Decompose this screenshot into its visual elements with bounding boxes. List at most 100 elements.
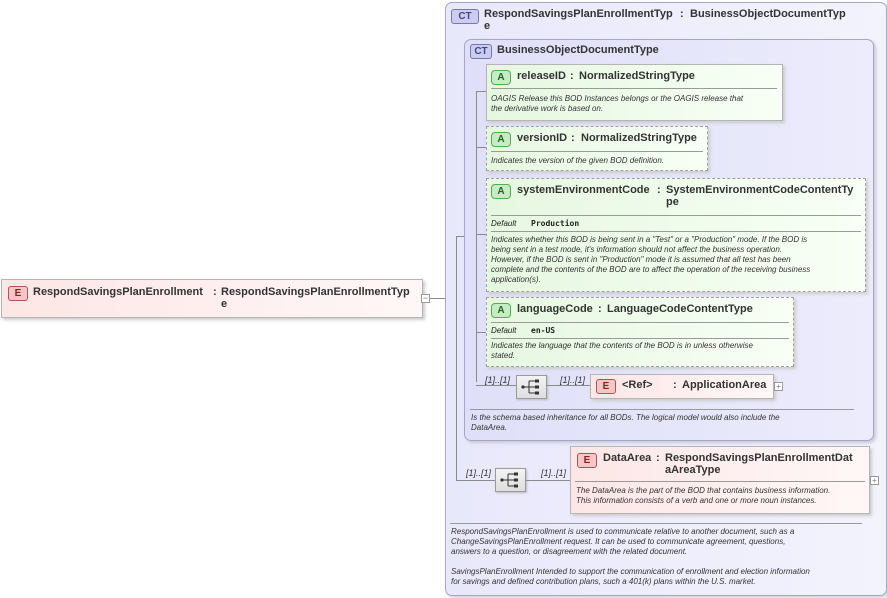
attribute-name: releaseID: [517, 70, 566, 82]
attribute-badge: A: [491, 132, 511, 147]
element-sep: :: [673, 379, 677, 391]
attribute-badge: A: [491, 70, 511, 85]
element-badge: E: [577, 453, 597, 468]
default-value: en-US: [531, 326, 556, 335]
divider: [491, 231, 861, 232]
default-label: Default: [491, 326, 517, 335]
attribute-doc-line: Indicates the language that the contents…: [491, 341, 753, 350]
outer-type-doc-line: SavingsPlanEnrollment Intended to suppor…: [451, 567, 810, 576]
tree-line: [456, 236, 464, 237]
tree-line: [476, 385, 516, 386]
element-badge: E: [8, 286, 28, 301]
divider: [470, 409, 854, 410]
element-data-area[interactable]: E DataArea : RespondSavingsPlanEnrollmen…: [570, 446, 870, 514]
multiplicity-label: [1]..[1]: [560, 375, 586, 385]
attribute-name: versionID: [517, 132, 568, 144]
attribute-doc-line: However, if the BOD is sent in "Producti…: [491, 255, 791, 264]
divider: [491, 215, 861, 216]
attribute-doc-line: complete and the contents of the BOD are…: [491, 265, 811, 274]
complex-type-badge: CT: [451, 9, 479, 24]
element-type-cont: aAreaType: [665, 464, 721, 476]
sequence-compositor[interactable]: [516, 375, 547, 399]
tree-line: [476, 332, 486, 333]
element-badge: E: [596, 379, 616, 394]
root-element-name: RespondSavingsPlanEnrollment: [33, 286, 203, 298]
multiplicity-label: [1]..[1]: [485, 375, 511, 385]
outer-type-doc-line: answers to a question, or disagreement w…: [451, 547, 688, 556]
expand-icon[interactable]: +: [870, 476, 879, 485]
attribute-type: NormalizedStringType: [581, 132, 697, 144]
element-ref: <Ref>: [622, 379, 653, 391]
default-label: Default: [491, 219, 517, 228]
attribute-sep: :: [598, 303, 602, 315]
divider: [450, 523, 862, 524]
attribute-badge: A: [491, 303, 511, 318]
element-type: RespondSavingsPlanEnrollmentDat: [665, 452, 853, 464]
divider: [491, 151, 703, 152]
root-element-type-cont: e: [221, 298, 228, 310]
outer-type-base: BusinessObjectDocumentTyp: [690, 8, 846, 20]
attribute-name: systemEnvironmentCode: [517, 184, 650, 196]
attribute-system-environment-code[interactable]: A systemEnvironmentCode : SystemEnvironm…: [486, 178, 866, 292]
outer-type-name: RespondSavingsPlanEnrollmentTyp: [484, 8, 673, 20]
outer-type-name-cont: e: [484, 20, 491, 32]
attribute-type: LanguageCodeContentType: [607, 303, 753, 315]
divider: [491, 88, 777, 89]
outer-type-doc-line: for savings and defined contribution pla…: [451, 577, 756, 586]
connector: [546, 385, 590, 386]
tree-line: [456, 480, 495, 481]
attribute-doc-line: Indicates whether this BOD is being sent…: [491, 235, 808, 244]
multiplicity-label: [1]..[1]: [466, 468, 492, 478]
divider: [491, 322, 789, 323]
connector: [525, 480, 570, 481]
connector: [430, 298, 456, 299]
attribute-doc-line: application(s).: [491, 275, 541, 284]
expand-icon[interactable]: +: [774, 382, 783, 391]
attribute-type-cont: pe: [666, 196, 679, 208]
root-element-sep: :: [213, 286, 217, 298]
outer-type-sep: :: [680, 8, 684, 20]
attribute-doc-line: being sent in a test mode, it's informat…: [491, 245, 783, 254]
element-name: DataArea: [603, 452, 652, 464]
root-element-type: RespondSavingsPlanEnrollmentTyp: [221, 286, 410, 298]
element-doc-line: The DataArea is the part of the BOD that…: [576, 486, 831, 495]
tree-line: [476, 91, 477, 382]
inner-type-doc-line: DataArea.: [471, 423, 508, 432]
sequence-icon: [500, 472, 518, 488]
attribute-type: NormalizedStringType: [579, 70, 695, 82]
attribute-doc-line: the derivative work is based on.: [491, 104, 604, 113]
sequence-compositor[interactable]: [495, 468, 526, 492]
tree-line: [456, 236, 457, 480]
root-element-box[interactable]: E RespondSavingsPlanEnrollment : Respond…: [1, 279, 423, 318]
attribute-sep: :: [571, 132, 575, 144]
outer-type-doc-line: ChangeSavingsPlanEnrollment request. It …: [451, 537, 786, 546]
tree-line: [476, 91, 486, 92]
element-doc-line: This information consists of a verb and …: [576, 496, 817, 505]
inner-type-doc-line: Is the schema based inheritance for all …: [471, 413, 780, 422]
attribute-sep: :: [657, 184, 661, 196]
complex-type-badge: CT: [470, 44, 492, 59]
attribute-doc-line: stated.: [491, 351, 516, 360]
default-value: Production: [531, 219, 580, 228]
element-name: ApplicationArea: [682, 379, 767, 391]
attribute-sep: :: [570, 70, 574, 82]
attribute-release-id[interactable]: A releaseID : NormalizedStringType OAGIS…: [486, 64, 783, 121]
multiplicity-label: [1]..[1]: [541, 468, 567, 478]
attribute-version-id[interactable]: A versionID : NormalizedStringType Indic…: [486, 126, 708, 171]
attribute-badge: A: [491, 184, 511, 199]
tree-line: [476, 234, 486, 235]
attribute-doc-line: Indicates the version of the given BOD d…: [491, 156, 664, 165]
outer-type-doc-line: RespondSavingsPlanEnrollment is used to …: [451, 527, 795, 536]
attribute-language-code[interactable]: A languageCode : LanguageCodeContentType…: [486, 297, 794, 367]
divider: [491, 338, 789, 339]
attribute-doc-line: OAGIS Release this BOD Instances belongs…: [491, 94, 744, 103]
attribute-type: SystemEnvironmentCodeContentTy: [666, 184, 854, 196]
sequence-icon: [521, 379, 539, 395]
tree-line: [476, 147, 486, 148]
attribute-name: languageCode: [517, 303, 593, 315]
element-sep: :: [656, 452, 660, 464]
collapse-toggle-icon[interactable]: −: [421, 293, 430, 303]
inner-type-name: BusinessObjectDocumentType: [497, 44, 659, 56]
element-application-area[interactable]: E <Ref> : ApplicationArea: [590, 374, 774, 399]
divider: [575, 481, 865, 482]
